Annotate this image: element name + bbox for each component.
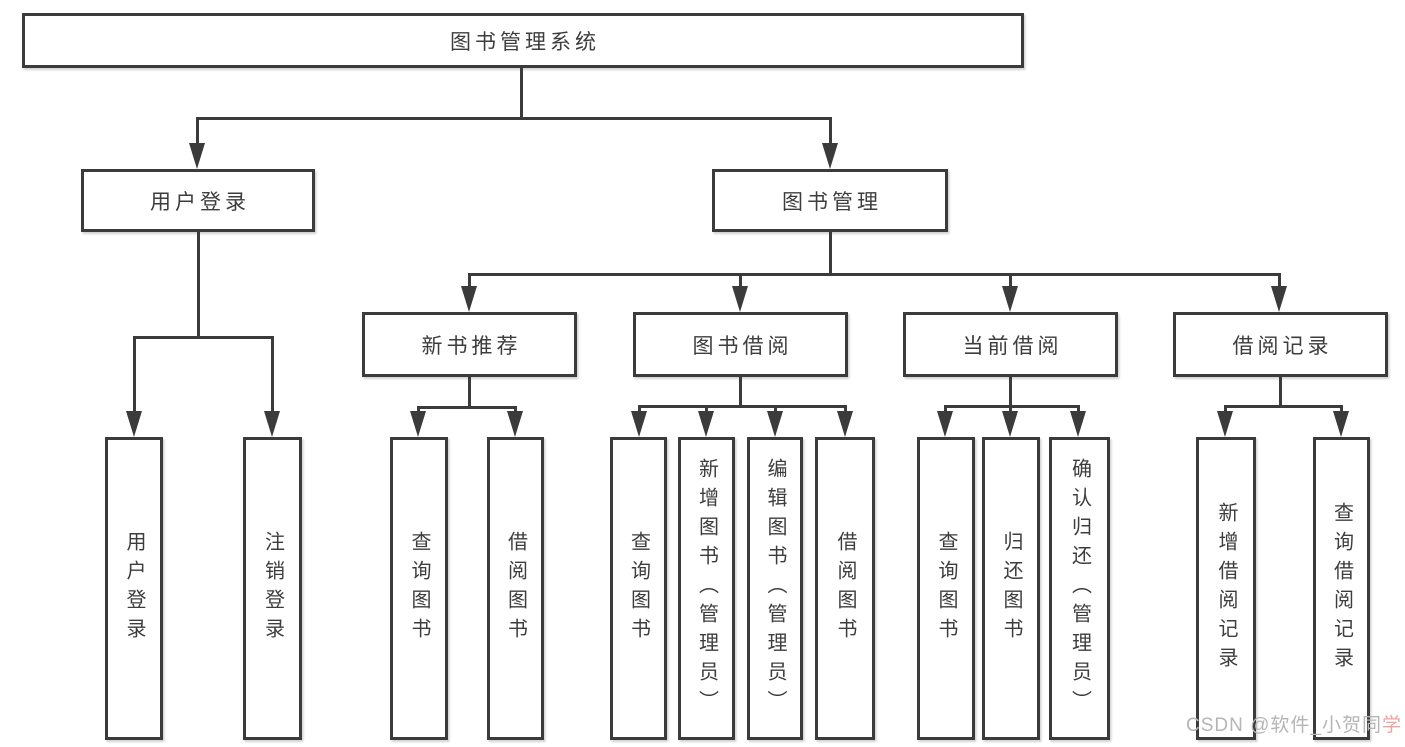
node-label: 新增借阅记录 — [1215, 501, 1237, 676]
connector-drop — [417, 406, 420, 413]
connector-bookmgmt-stem — [829, 232, 832, 273]
connector-drop — [271, 336, 274, 411]
node-label: 图书管理 — [782, 190, 882, 214]
node-leaf-query-books-borrowing: 查询图书 — [610, 437, 667, 740]
node-leaf-add-books-admin: 新增图书（管理员） — [678, 437, 735, 740]
node-leaf-query-books-recommend: 查询图书 — [390, 437, 448, 740]
arrow-down-icon — [1070, 411, 1086, 437]
node-label: 查询图书 — [627, 530, 650, 647]
node-book-management: 图书管理 — [712, 169, 948, 232]
connector-drop — [829, 117, 832, 143]
node-label: 查询图书 — [408, 530, 430, 647]
arrow-down-icon — [1002, 286, 1018, 312]
node-label: 新书推荐 — [421, 334, 522, 358]
connector-drop — [844, 405, 847, 413]
arrow-down-icon — [822, 143, 838, 169]
connector-drop — [1224, 405, 1227, 413]
node-label: 借阅记录 — [1232, 334, 1333, 358]
node-borrowing-records: 借阅记录 — [1173, 312, 1388, 377]
connector-drop — [739, 273, 742, 286]
connector-recommend-rail — [417, 406, 517, 409]
node-label: 归还图书 — [1000, 530, 1022, 647]
node-label: 当前借阅 — [962, 334, 1063, 358]
arrow-down-icon — [1002, 411, 1018, 437]
connector-drop — [133, 336, 136, 411]
connector-drop — [1278, 273, 1281, 286]
node-leaf-borrow-books: 借阅图书 — [815, 437, 875, 740]
connector-userlogin-stem — [197, 232, 200, 336]
node-label: 用户登录 — [123, 530, 145, 647]
arrow-down-icon — [507, 411, 523, 437]
node-label: 查询借阅记录 — [1330, 501, 1353, 676]
arrow-down-icon — [937, 411, 953, 437]
connector-drop — [1009, 273, 1012, 286]
node-leaf-query-books-current: 查询图书 — [917, 437, 975, 740]
connector-drop — [774, 405, 777, 413]
connector-userlogin-rail — [133, 336, 273, 339]
node-leaf-borrow-books-recommend: 借阅图书 — [487, 437, 544, 740]
watermark-text: CSDN @软件_小贺同 — [1186, 715, 1382, 736]
node-label: 新增图书（管理员） — [695, 458, 718, 719]
arrow-down-icon — [461, 286, 477, 312]
node-label: 图书管理系统 — [450, 30, 600, 54]
arrow-down-icon — [732, 286, 748, 312]
connector-current-rail — [944, 405, 1080, 408]
node-leaf-edit-books-admin: 编辑图书（管理员） — [747, 437, 803, 740]
connector-drop — [1077, 405, 1080, 413]
arrow-down-icon — [767, 411, 783, 437]
node-new-book-recommendation: 新书推荐 — [362, 312, 577, 377]
arrow-down-icon — [837, 411, 853, 437]
node-leaf-add-borrow-record: 新增借阅记录 — [1196, 437, 1256, 740]
connector-drop — [944, 405, 947, 413]
node-library-management-system: 图书管理系统 — [22, 13, 1024, 68]
node-user-login: 用户登录 — [81, 169, 315, 232]
connector-root-rail — [196, 117, 832, 120]
arrow-down-icon — [698, 411, 714, 437]
connector-drop — [1340, 405, 1343, 413]
node-leaf-user-login: 用户登录 — [105, 437, 163, 740]
node-label: 借阅图书 — [834, 530, 856, 647]
connector-drop — [196, 117, 199, 143]
connector-drop — [638, 405, 641, 413]
csdn-watermark: CSDN @软件_小贺同学 — [1186, 710, 1402, 737]
node-label: 用户登录 — [150, 190, 250, 214]
node-leaf-logout: 注销登录 — [243, 437, 302, 740]
arrow-down-icon — [189, 143, 205, 169]
connector-current-stem — [1009, 377, 1012, 405]
node-label: 借阅图书 — [504, 530, 527, 647]
arrow-down-icon — [631, 411, 647, 437]
node-label: 图书借阅 — [692, 334, 793, 358]
node-label: 注销登录 — [261, 530, 284, 647]
connector-borrowing-rail — [638, 405, 847, 408]
node-leaf-confirm-return-admin: 确认归还（管理员） — [1049, 437, 1110, 740]
connector-root-stem — [520, 68, 523, 117]
node-current-borrowing: 当前借阅 — [903, 312, 1118, 377]
watermark-accent-text: 学 — [1381, 715, 1402, 736]
arrow-down-icon — [410, 411, 426, 437]
connector-recommend-stem — [468, 376, 471, 406]
arrow-down-icon — [264, 411, 280, 437]
arrow-down-icon — [1333, 411, 1349, 437]
node-leaf-query-borrow-record: 查询借阅记录 — [1313, 437, 1370, 740]
connector-drop — [1009, 405, 1012, 413]
connector-borrowing-stem — [739, 377, 742, 405]
node-leaf-return-books: 归还图书 — [982, 437, 1040, 740]
arrow-down-icon — [1217, 411, 1233, 437]
connector-records-stem — [1279, 377, 1282, 405]
arrow-down-icon — [126, 411, 142, 437]
connector-drop — [705, 405, 708, 413]
connector-drop — [468, 273, 471, 286]
node-book-borrowing: 图书借阅 — [633, 312, 848, 377]
arrow-down-icon — [1271, 286, 1287, 312]
connector-drop — [514, 406, 517, 413]
node-label: 编辑图书（管理员） — [764, 458, 786, 719]
node-label: 确认归还（管理员） — [1068, 458, 1091, 719]
connector-records-rail — [1224, 405, 1343, 408]
connector-bookmgmt-rail — [468, 273, 1281, 276]
node-label: 查询图书 — [935, 530, 957, 647]
